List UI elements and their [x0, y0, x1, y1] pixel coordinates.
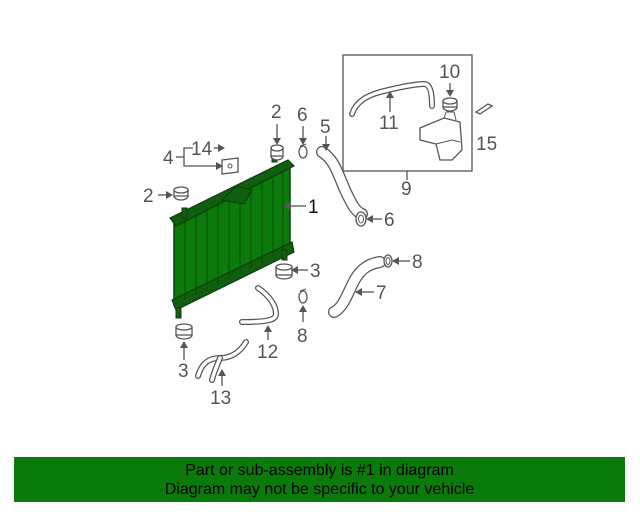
callout-1[interactable]: 1 — [308, 197, 319, 218]
callout-3-bottom[interactable]: 3 — [178, 361, 189, 382]
clamp-part-6-top[interactable] — [298, 143, 308, 159]
callout-4[interactable]: 4 — [163, 148, 174, 169]
callout-3-right[interactable]: 3 — [310, 261, 321, 282]
grommet-part-2-left[interactable] — [173, 186, 189, 201]
grommet-part-2-top[interactable] — [270, 144, 284, 161]
hose-part-13[interactable] — [195, 339, 249, 383]
reservoir-tank[interactable] — [419, 111, 463, 161]
callout-8-lower[interactable]: 8 — [297, 326, 308, 347]
callout-6-lower[interactable]: 6 — [384, 210, 395, 231]
banner-line-1: Part or sub-assembly is #1 in diagram — [185, 462, 454, 479]
banner-line-2: Diagram may not be specific to your vehi… — [164, 481, 475, 498]
callout-13[interactable]: 13 — [210, 388, 231, 409]
radiator-part-1[interactable] — [169, 151, 296, 319]
callout-7[interactable]: 7 — [376, 283, 387, 304]
callout-11[interactable]: 11 — [379, 113, 399, 134]
callout-12[interactable]: 12 — [257, 342, 278, 363]
clamp-part-8-lower[interactable] — [298, 288, 308, 304]
lower-hose-part-7[interactable] — [328, 256, 386, 318]
reservoir-cap-part-10[interactable] — [442, 97, 458, 112]
exploded-parts-diagram: 1 2 2 3 3 4 5 6 6 7 8 8 9 10 11 12 13 14… — [143, 54, 497, 409]
overflow-hose-part-11[interactable] — [349, 80, 435, 117]
mount-part-3-right[interactable] — [275, 263, 293, 280]
leader-lines — [158, 83, 454, 386]
notice-banner: Part or sub-assembly is #1 in diagram Di… — [14, 457, 625, 502]
callout-2-top[interactable]: 2 — [271, 102, 282, 123]
callout-14[interactable]: 14 — [191, 139, 213, 160]
bracket-part-14[interactable] — [221, 157, 239, 175]
callout-15[interactable]: 15 — [476, 134, 497, 155]
callout-8-upper[interactable]: 8 — [412, 252, 423, 273]
clamp-part-8-upper[interactable] — [383, 254, 393, 268]
clip-part-15[interactable] — [474, 103, 494, 115]
hose-part-12[interactable] — [239, 285, 280, 325]
clamp-part-6-lower[interactable] — [355, 211, 367, 227]
callout-2-left[interactable]: 2 — [143, 186, 154, 207]
callout-5[interactable]: 5 — [320, 117, 331, 138]
callout-labels: 1 2 2 3 3 4 5 6 6 7 8 8 9 10 11 12 13 14… — [143, 62, 497, 409]
callout-10[interactable]: 10 — [439, 62, 460, 83]
upper-hose-part-5[interactable] — [316, 146, 368, 220]
callout-9[interactable]: 9 — [401, 179, 412, 200]
mount-part-3-bottom[interactable] — [175, 323, 193, 340]
callout-6-top[interactable]: 6 — [297, 105, 308, 126]
